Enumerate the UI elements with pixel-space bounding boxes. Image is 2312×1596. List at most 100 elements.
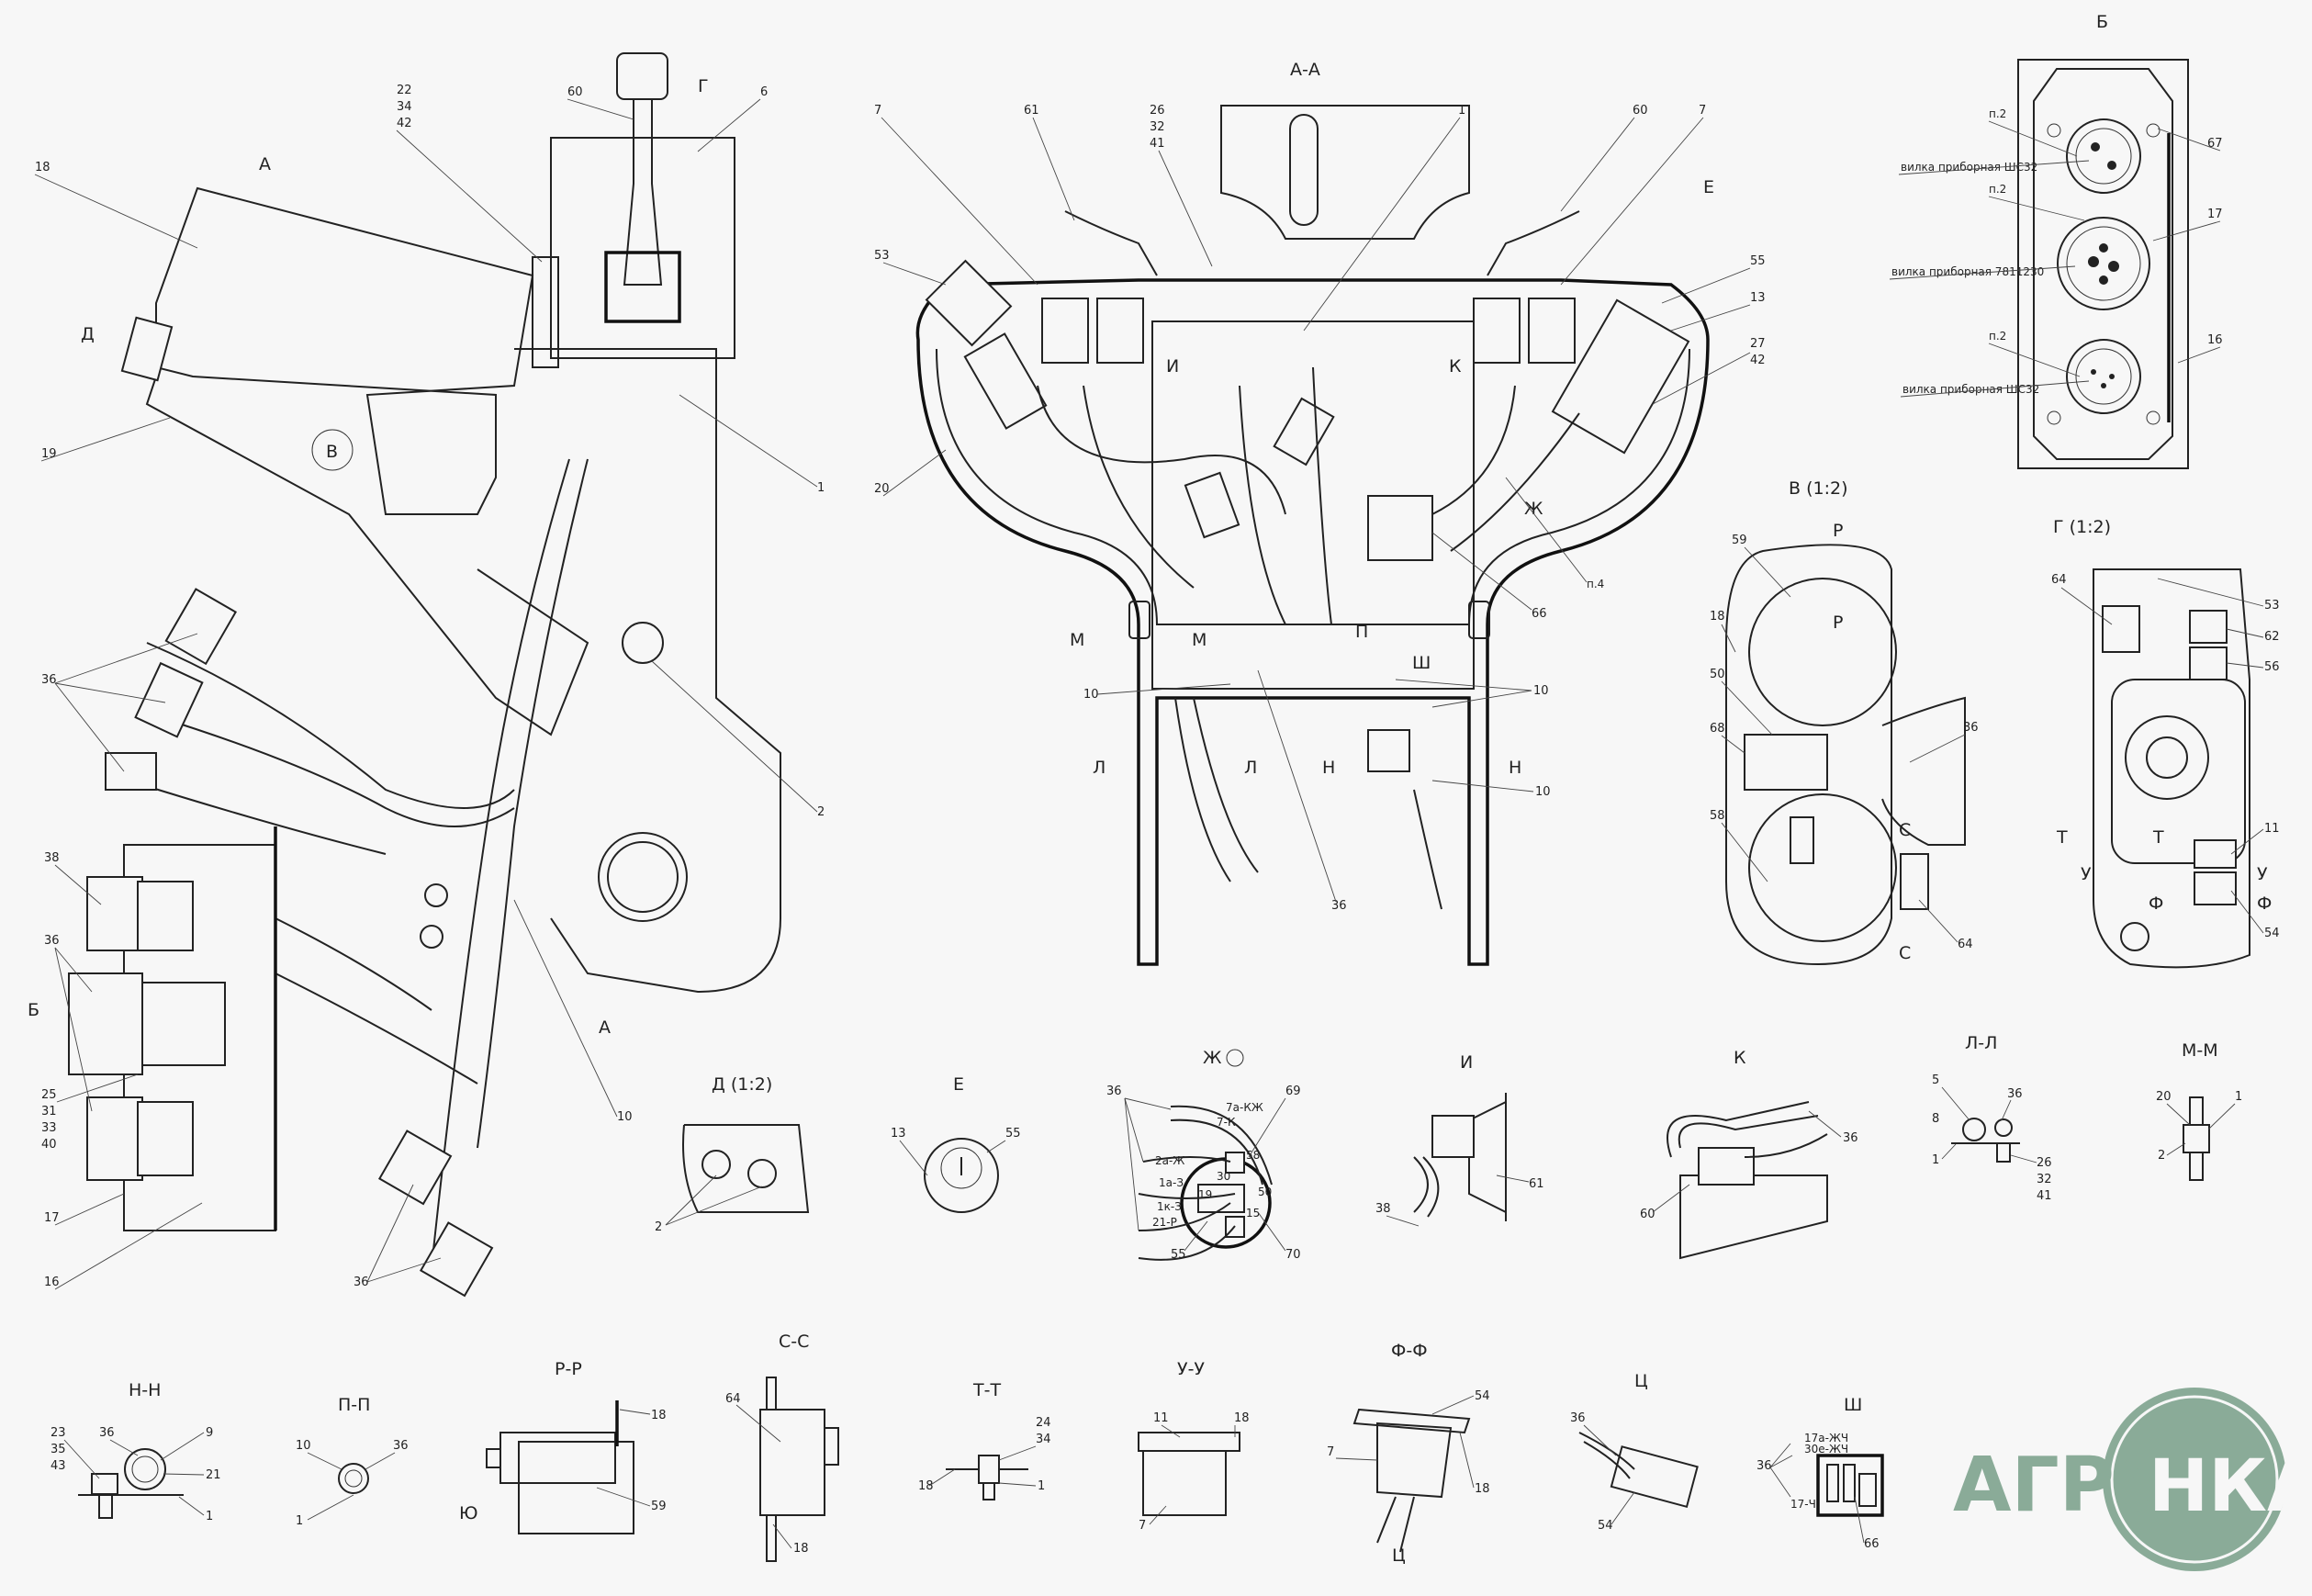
relay-connector xyxy=(1698,1147,1755,1186)
main-callouts: 18 22 34 42 60 Г 6 А Д 19 В 1 36 38 36 Б xyxy=(28,76,825,1290)
section-mark: Ш xyxy=(1412,653,1431,673)
switch-64 xyxy=(759,1409,825,1516)
view-title: Ц xyxy=(1634,1371,1648,1391)
callout: п.2 xyxy=(1989,330,2006,343)
terminal-label: 19 xyxy=(1198,1188,1212,1201)
view-ts: Ц 36 54 xyxy=(1570,1371,1699,1533)
callout: 7 xyxy=(1139,1519,1146,1533)
view-pp: П-П 10 36 1 xyxy=(296,1395,409,1528)
view-title: Ж xyxy=(1203,1048,1222,1068)
section-mark: Л xyxy=(1244,758,1257,778)
terminal-block xyxy=(1744,734,1828,791)
connector-label: вилка приборная 7811230 xyxy=(1891,265,2044,278)
bolt xyxy=(532,256,559,368)
callout: 8 xyxy=(1932,1112,1939,1126)
callout: 1 xyxy=(296,1514,303,1528)
view-g: Г (1:2) 64 53 62 56 11 Т Т У Ф У Ф 54 xyxy=(2051,517,2280,969)
view-v: В (1:2) 59 Р Р 18 50 68 58 36 С С 64 xyxy=(1710,478,1979,966)
wire-label: 17а-ЖЧ xyxy=(1804,1432,1848,1444)
callout: 27 xyxy=(1750,337,1766,351)
callout: 21 xyxy=(206,1468,221,1482)
view-rr: Р-Р 18 59 Ю xyxy=(459,1359,667,1534)
callout: 13 xyxy=(1750,291,1766,305)
view-title: Г (1:2) xyxy=(2053,517,2111,537)
callout: 41 xyxy=(1150,137,1165,151)
view-tt: Т-Т 24 34 18 1 xyxy=(918,1380,1051,1500)
relay-connector xyxy=(1431,1115,1475,1158)
view-title: А-А xyxy=(1290,60,1320,80)
view-ff: Ф-Ф 54 7 18 Ц xyxy=(1327,1341,1490,1566)
view-title: В (1:2) xyxy=(1789,478,1847,499)
callout: 54 xyxy=(2264,927,2280,940)
callout: 16 xyxy=(44,1276,60,1289)
view-title: Л-Л xyxy=(1965,1033,1997,1053)
view-mark: К xyxy=(1449,356,1462,377)
button-64 xyxy=(2102,605,2140,653)
view-ss: С-С 64 18 xyxy=(725,1332,839,1562)
callout: 53 xyxy=(2264,599,2280,613)
callout: 10 xyxy=(1083,688,1099,702)
callout: 26 xyxy=(2037,1156,2052,1170)
lever-bracket xyxy=(550,137,735,359)
callout: 60 xyxy=(567,85,583,99)
callout: 34 xyxy=(397,100,412,114)
callout: 55 xyxy=(1171,1248,1186,1262)
callout: 64 xyxy=(1958,938,1973,951)
section-mark: Ц xyxy=(1392,1545,1406,1566)
view-title: Т-Т xyxy=(972,1380,1001,1400)
section-mark: С xyxy=(1899,943,1911,963)
callout: 38 xyxy=(44,851,60,865)
view-title: Р-Р xyxy=(555,1359,582,1379)
section-mark: Р xyxy=(1833,613,1843,633)
wire-label: 7-К xyxy=(1217,1116,1236,1129)
callout: 61 xyxy=(1024,104,1039,118)
callout: п.4 xyxy=(1587,578,1604,590)
callout: 40 xyxy=(41,1138,57,1152)
connector xyxy=(105,752,157,791)
callout: 33 xyxy=(41,1121,57,1135)
relay-block xyxy=(1473,298,1521,364)
callout: 1 xyxy=(817,481,825,495)
callout: 64 xyxy=(725,1392,741,1406)
top-bracket xyxy=(1220,105,1470,240)
callout: 55 xyxy=(1750,254,1766,268)
section-mark: У xyxy=(2257,864,2268,884)
callout: 7 xyxy=(874,104,881,118)
callout: 18 xyxy=(1475,1482,1490,1496)
wire-label: 2а-Ж xyxy=(1155,1154,1184,1167)
section-mark: Б xyxy=(28,1000,39,1020)
socket-shs32-bottom xyxy=(2066,339,2141,414)
socket-shs32-top xyxy=(2066,118,2141,194)
view-b-socket-panel: Б п.2 вилка приборная ШС32 67 п.2 вилка … xyxy=(1889,12,2223,469)
view-title: Ш xyxy=(1844,1395,1862,1415)
callout: 11 xyxy=(2264,822,2280,836)
callout: 10 xyxy=(1535,785,1551,799)
ignition-key-socket xyxy=(924,1138,999,1213)
view-mark: Ж xyxy=(1524,499,1543,519)
switch-7 xyxy=(1142,1450,1227,1516)
section-mark: М xyxy=(1192,630,1207,650)
callout: 56 xyxy=(2264,660,2280,674)
callout: 42 xyxy=(1750,354,1766,367)
section-mark: Ф xyxy=(2257,894,2272,914)
callout: 31 xyxy=(41,1105,57,1118)
callout: 36 xyxy=(393,1439,409,1453)
relay-block xyxy=(1096,298,1144,364)
callout: 55 xyxy=(1005,1127,1021,1141)
aa-callouts: 7 61 26 32 41 1 60 7 53 Е 55 13 27 42 20 xyxy=(874,104,1766,913)
main-assembly-view: 18 22 34 42 60 Г 6 А Д 19 В 1 36 38 36 Б xyxy=(28,52,825,1298)
terminal-label: 50 xyxy=(1258,1186,1272,1198)
lever-shaft xyxy=(623,99,663,286)
callout: 61 xyxy=(1529,1177,1544,1191)
socket-7811230 xyxy=(2057,217,2150,310)
lever-boot xyxy=(604,251,681,323)
section-mark: Г xyxy=(698,76,709,96)
callout: 60 xyxy=(1633,104,1648,118)
callout: 2 xyxy=(655,1220,662,1234)
view-title: К xyxy=(1734,1048,1746,1068)
wire-label: 1к-З xyxy=(1157,1200,1182,1213)
section-view-aa: А-А 7 61 26 32 41 xyxy=(874,60,1766,966)
callout: 60 xyxy=(1640,1208,1655,1221)
socket-upper xyxy=(86,876,143,951)
